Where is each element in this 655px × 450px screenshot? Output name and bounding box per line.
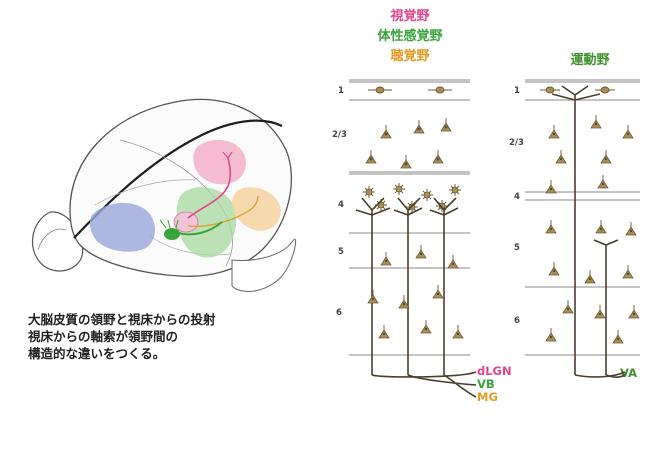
motor-cortex-header: 運動野 (570, 53, 610, 68)
motor-layer-label-1: 1 (514, 86, 520, 96)
layer-label-4: 4 (338, 200, 344, 210)
motor-layer-label-2-3: 2/3 (509, 138, 524, 148)
auditory-area (232, 187, 281, 231)
motor-layer-label-5: 5 (514, 243, 520, 253)
somatosensory-cortex-header: 体性感覚野 (377, 29, 443, 44)
projection-dlgn (187, 157, 232, 219)
layer-label-5: 5 (338, 247, 344, 257)
layer-label-1: 1 (338, 86, 344, 96)
auditory-cortex-header: 聴覚野 (390, 49, 430, 64)
cerebellum (231, 239, 297, 292)
caption-line-1: 大脳皮質の領野と視床からの投射 (28, 312, 216, 327)
layer-label-2-3: 2/3 (332, 130, 347, 140)
visual-cortex-header: 視覚野 (390, 9, 430, 24)
motor-area (89, 202, 155, 252)
motor-layer-label-4: 4 (514, 192, 520, 202)
motor-layer-label-6: 6 (514, 316, 520, 326)
somatosensory-area (176, 187, 237, 258)
cerebrum (69, 98, 293, 277)
caption-line-3: 構造的な違いをつくる。 (28, 346, 166, 361)
visual-area (193, 139, 246, 185)
projection-vb (175, 221, 223, 236)
mouse-brain-illustration (31, 98, 297, 292)
thalamus (173, 211, 199, 233)
input-label-dlgn: dLGN (477, 364, 512, 378)
input-label-va: VA (620, 366, 638, 380)
projection-mg (187, 195, 259, 227)
input-label-mg: MG (477, 390, 498, 404)
input-label-vb: VB (477, 377, 495, 391)
caption-line-2: 視床からの軸索が領野間の (28, 329, 179, 344)
layer-label-6: 6 (336, 308, 342, 318)
sensory-cortex-column: 1 2/3 4 5 6 (332, 79, 477, 398)
motor-cortex-column: 1 2/3 4 5 6 (509, 79, 640, 378)
